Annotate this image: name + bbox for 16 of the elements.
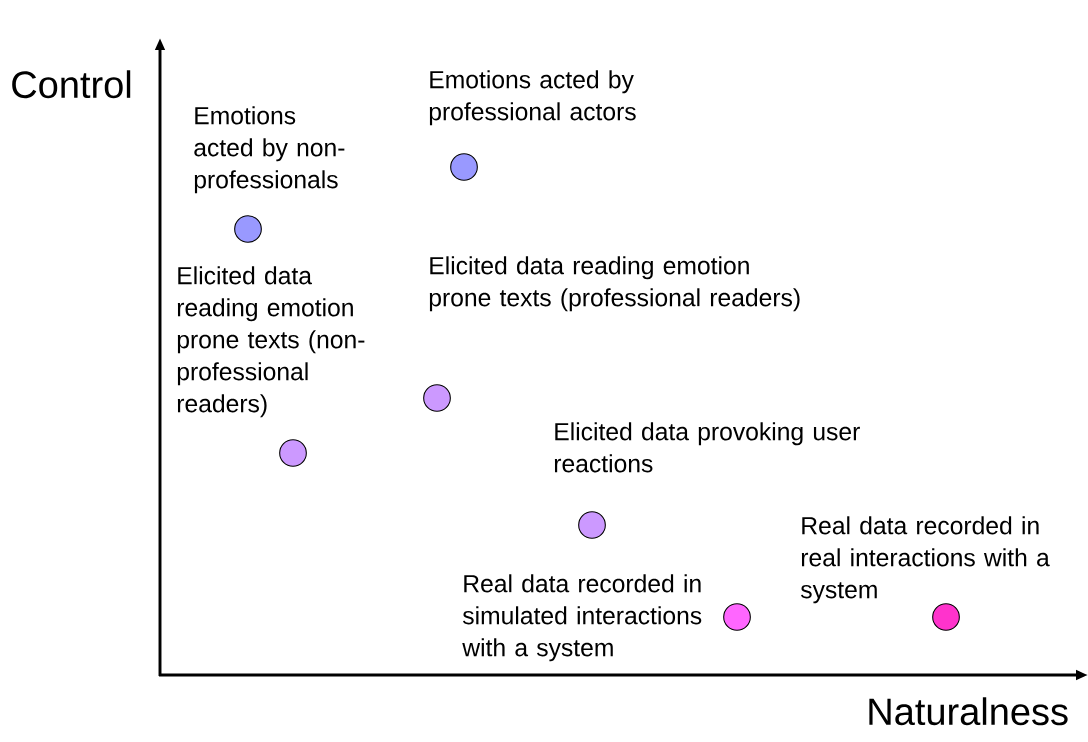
- data-point: [450, 153, 478, 181]
- data-point: [279, 439, 307, 467]
- data-point: [723, 603, 751, 631]
- point-label: Emotions acted by non-professionals: [194, 106, 345, 194]
- point-label: Real data recorded in simulated interactions with a system: [462, 574, 702, 662]
- data-point: [932, 603, 960, 631]
- point-label: Emotions acted by professional actors: [429, 70, 636, 126]
- point-label: Real data recorded in real interactions with a system: [800, 516, 1050, 604]
- data-point: [234, 215, 262, 243]
- point-label: Elicited data reading emotion prone texts (non-professional readers): [177, 266, 365, 418]
- point-label: Elicited data provoking user reactions: [554, 422, 860, 473]
- point-label: Elicited data reading emotion prone texts (professional readers): [429, 256, 800, 312]
- data-point: [423, 384, 451, 412]
- axis-label: Naturalness: [869, 697, 1068, 726]
- data-point: [578, 511, 606, 539]
- axis-label: Control: [12, 70, 131, 99]
